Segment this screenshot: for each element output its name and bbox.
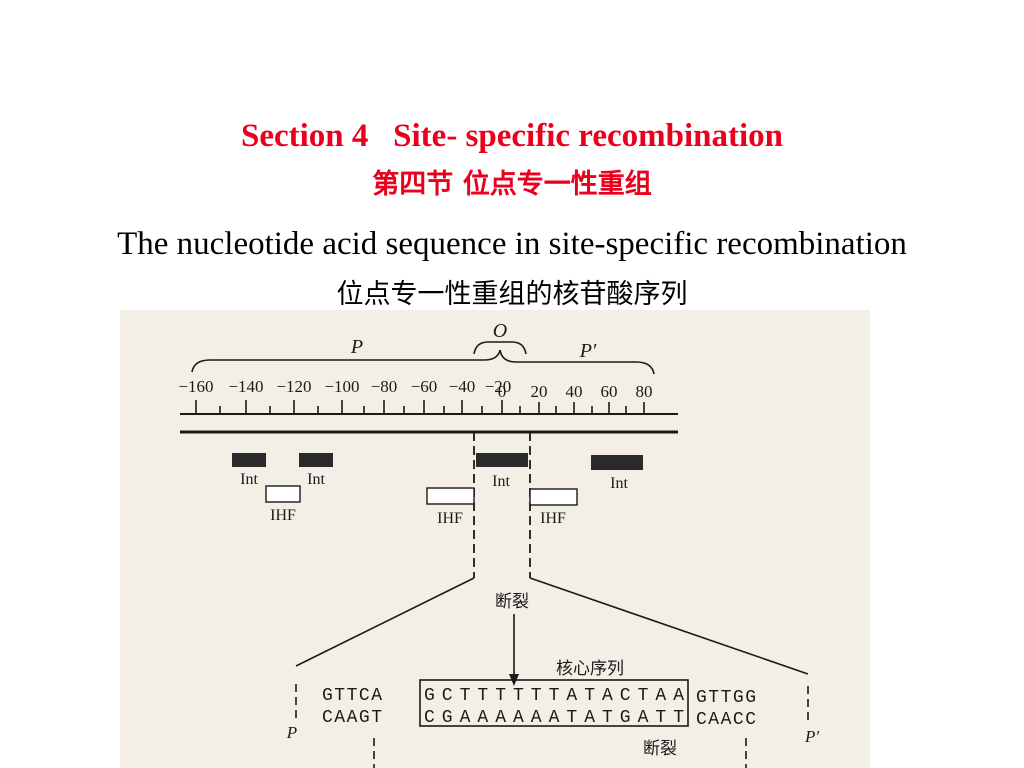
- break-label-bottom: 断裂: [643, 739, 677, 759]
- zoom-line-left: [295, 577, 475, 667]
- int-binding-site: [476, 453, 528, 467]
- core-bottom-strand: CGAAAAAATATGATT: [424, 708, 684, 728]
- tick-label: −60: [411, 377, 438, 396]
- zoom-line-right: [529, 577, 809, 675]
- left-arm-bottom-strand: CAAGT: [322, 708, 384, 728]
- int-binding-site: [299, 453, 333, 467]
- arm-label-right: P′: [804, 727, 819, 746]
- tick-label: 20: [531, 382, 548, 401]
- right-arm-top-strand: GTTGG: [696, 688, 758, 708]
- tick-label: 80: [636, 382, 653, 401]
- core-top-strand: GCTTTTTTATACTAA: [424, 686, 684, 706]
- p-arm-label: P: [350, 336, 363, 358]
- tick-label: 40: [566, 382, 583, 401]
- tick-label: −80: [371, 377, 398, 396]
- right-arm-bottom-strand: CAACC: [696, 710, 758, 730]
- recombination-site-figure: O P P′ −160 −140 −120 −100 −80 −60 −40 −…: [0, 310, 1024, 768]
- p-prime-arm-bracket: [499, 349, 655, 375]
- position-scale: −160 −140 −120 −100 −80 −60 −40 −20 0 20…: [178, 377, 678, 415]
- core-sequence-box: [419, 679, 689, 727]
- tick-label: −120: [276, 377, 311, 396]
- tick-label: −160: [178, 377, 213, 396]
- tick-label: −100: [324, 377, 359, 396]
- tick-label: 60: [601, 382, 618, 401]
- section-title: Section 4 Site- specific recombination: [241, 118, 783, 154]
- int-binding-site: [232, 453, 266, 467]
- arm-label-left: P: [286, 723, 297, 742]
- tick-label: −40: [449, 377, 476, 396]
- p-arm-bracket: [191, 349, 501, 373]
- ihf-binding-site: [426, 487, 475, 505]
- int-label: Int: [610, 475, 628, 492]
- tick-label-zero: 0: [498, 382, 507, 401]
- ihf-label: IHF: [437, 510, 463, 527]
- o-region-label: O: [493, 320, 507, 342]
- subtitle: The nucleotide acid sequence in site-spe…: [117, 226, 907, 262]
- int-label: Int: [307, 471, 325, 488]
- subtitle-chinese: 位点专一性重组的核苷酸序列: [336, 279, 688, 310]
- ihf-binding-site: [265, 485, 301, 503]
- ihf-binding-site: [529, 488, 578, 506]
- tick-label: −20: [485, 377, 512, 396]
- break-label-top: 断裂: [495, 592, 529, 612]
- int-label: Int: [240, 471, 258, 488]
- ihf-label: IHF: [540, 510, 566, 527]
- section-title-chinese: 第四节 位点专一性重组: [372, 169, 652, 200]
- left-arm-top-strand: GTTCA: [322, 686, 384, 706]
- int-label: Int: [492, 473, 510, 490]
- tick-label: −140: [228, 377, 263, 396]
- scale-ticks: [195, 400, 645, 414]
- o-region-bracket: [473, 341, 527, 355]
- p-prime-arm-label: P′: [579, 340, 597, 362]
- core-sequence-label: 核心序列: [556, 659, 624, 679]
- ihf-label: IHF: [270, 507, 296, 524]
- scan-background: [120, 310, 870, 768]
- int-binding-site: [591, 455, 643, 470]
